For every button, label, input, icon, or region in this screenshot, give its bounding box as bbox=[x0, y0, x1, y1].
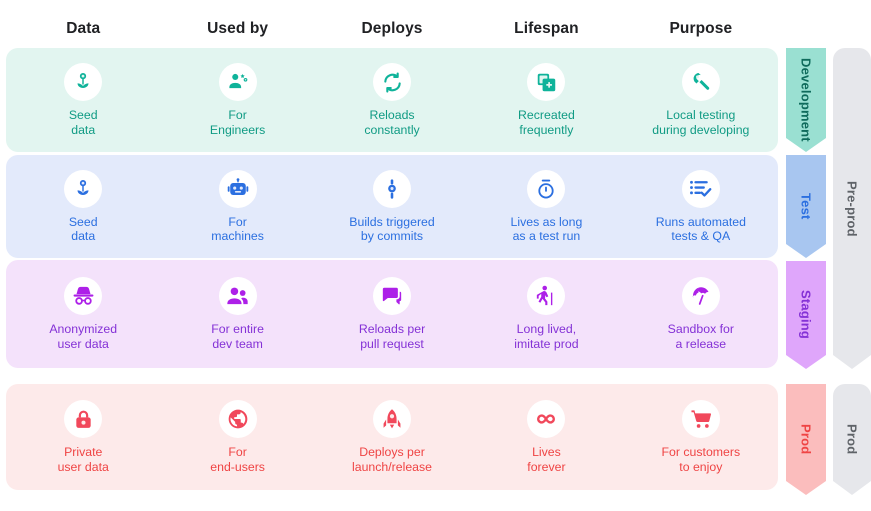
beach-umbrella-icon bbox=[681, 277, 720, 315]
robot-icon bbox=[218, 169, 257, 208]
cell-label: Private user data bbox=[57, 445, 109, 474]
stage-label: Development bbox=[798, 58, 814, 142]
cell-label: Lives forever bbox=[527, 445, 566, 474]
cell-staging-deploys: Reloads per pull request bbox=[315, 277, 469, 351]
cell-test-purpose: Runs automated tests & QA bbox=[624, 169, 778, 244]
cell-label: Seed data bbox=[68, 214, 98, 244]
refresh-loop-icon bbox=[373, 63, 412, 101]
cell-prod-purpose: For customers to enjoy bbox=[624, 400, 778, 474]
checklist-icon bbox=[681, 169, 720, 208]
column-header-data: Data bbox=[66, 20, 101, 37]
cell-label: For machines bbox=[211, 214, 264, 244]
elderly-person-icon bbox=[527, 277, 566, 315]
cell-label: Lives as long as a test run bbox=[510, 214, 583, 244]
cell-development-deploys: Reloads constantly bbox=[315, 63, 469, 137]
globe-public-icon bbox=[218, 400, 257, 438]
row-staging: Anonymized user data For entire dev team bbox=[6, 260, 778, 368]
stage-label: Test bbox=[798, 193, 814, 220]
cell-staging-used-by: For entire dev team bbox=[160, 277, 314, 351]
row-test: Seed data For machines bbox=[6, 155, 778, 258]
group-arrow-prod[interactable]: Prod bbox=[833, 384, 871, 495]
cell-development-data: Seed data bbox=[6, 63, 160, 137]
cell-label: Reloads per pull request bbox=[358, 322, 426, 351]
lock-icon bbox=[64, 400, 103, 438]
cell-test-deploys: Builds triggered by commits bbox=[315, 169, 469, 244]
cell-prod-used-by: For end-users bbox=[160, 400, 314, 474]
cell-test-used-by: For machines bbox=[160, 169, 314, 244]
environment-stage-column: Development Test Staging Prod bbox=[786, 48, 826, 495]
stopwatch-icon bbox=[527, 169, 566, 208]
incognito-icon bbox=[64, 277, 103, 315]
cell-label: Runs automated tests & QA bbox=[655, 214, 746, 244]
cell-staging-data: Anonymized user data bbox=[6, 277, 160, 351]
cell-label: Deploys per launch/release bbox=[352, 445, 432, 474]
cell-prod-data: Private user data bbox=[6, 400, 160, 474]
group-arrow-pre-prod[interactable]: Pre-prod bbox=[833, 48, 871, 369]
stage-arrow-development[interactable]: Development bbox=[786, 48, 826, 152]
stage-arrow-staging[interactable]: Staging bbox=[786, 261, 826, 369]
column-header-deploys: Deploys bbox=[361, 20, 423, 37]
group-label: Pre-prod bbox=[844, 180, 860, 237]
cell-development-used-by: For Engineers bbox=[160, 63, 314, 137]
seed-flower-icon bbox=[64, 63, 103, 101]
cell-label: Long lived, imitate prod bbox=[514, 322, 579, 351]
cell-label: Builds triggered by commits bbox=[349, 214, 435, 244]
rocket-icon bbox=[373, 400, 412, 438]
column-header-lifespan: Lifespan bbox=[514, 20, 579, 37]
copy-plus-icon bbox=[527, 63, 566, 101]
cell-staging-purpose: Sandbox for a release bbox=[624, 277, 778, 351]
column-header-used-by: Used by bbox=[207, 20, 269, 37]
cell-label: For entire dev team bbox=[211, 322, 264, 351]
cell-label: For Engineers bbox=[209, 108, 266, 137]
row-development: Seed data For Engineers bbox=[6, 48, 778, 152]
cell-label: Local testing during developing bbox=[652, 108, 750, 137]
row-prod: Private user data For end-users Deploy bbox=[6, 384, 778, 490]
stage-label: Staging bbox=[798, 290, 814, 340]
stage-arrow-prod[interactable]: Prod bbox=[786, 384, 826, 495]
stage-label: Prod bbox=[798, 424, 814, 455]
cell-development-purpose: Local testing during developing bbox=[624, 63, 778, 137]
cell-staging-lifespan: Long lived, imitate prod bbox=[469, 277, 623, 351]
group-label: Prod bbox=[844, 424, 860, 455]
cell-test-data: Seed data bbox=[6, 169, 160, 244]
wrench-icon bbox=[681, 63, 720, 101]
cell-label: Recreated frequently bbox=[518, 108, 575, 137]
engineer-gear-icon bbox=[218, 63, 257, 101]
cell-label: Reloads constantly bbox=[364, 108, 420, 137]
column-header-purpose: Purpose bbox=[669, 20, 733, 37]
shopping-cart-icon bbox=[681, 400, 720, 438]
infinity-icon bbox=[527, 400, 566, 438]
seed-flower-icon bbox=[64, 169, 103, 208]
commit-node-icon bbox=[373, 169, 412, 208]
cell-prod-deploys: Deploys per launch/release bbox=[315, 400, 469, 474]
stage-arrow-test[interactable]: Test bbox=[786, 155, 826, 258]
cell-label: For end-users bbox=[210, 445, 265, 474]
cell-prod-lifespan: Lives forever bbox=[469, 400, 623, 474]
cell-label: Seed data bbox=[68, 108, 98, 137]
cell-test-lifespan: Lives as long as a test run bbox=[469, 169, 623, 244]
cell-label: For customers to enjoy bbox=[661, 445, 741, 474]
cell-label: Anonymized user data bbox=[49, 322, 118, 351]
chat-bubbles-icon bbox=[373, 277, 412, 315]
cell-label: Sandbox for a release bbox=[667, 322, 734, 351]
cell-development-lifespan: Recreated frequently bbox=[469, 63, 623, 137]
environment-group-column: Pre-prod Prod bbox=[833, 48, 871, 495]
people-group-icon bbox=[218, 277, 257, 315]
column-headers: Data Used by Deploys Lifespan Purpose bbox=[6, 14, 778, 44]
